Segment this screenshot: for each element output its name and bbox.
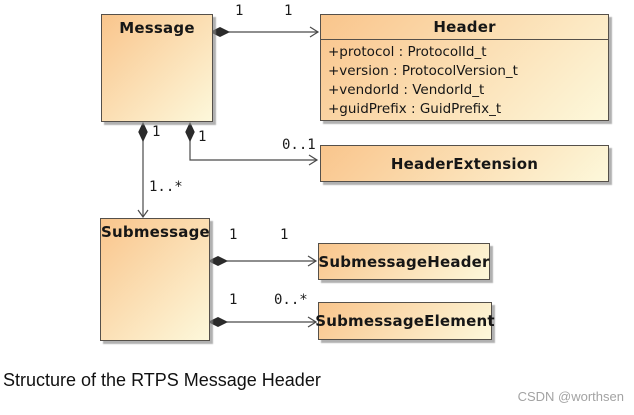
multiplicity-label: 1: [235, 3, 244, 19]
multiplicity-label: 1: [152, 124, 161, 140]
class-box-header: Header +protocol : ProtocolId_t +version…: [320, 14, 609, 121]
class-title-compartment: Header: [321, 15, 608, 40]
class-title: Header: [433, 18, 496, 36]
class-box-message: Message: [101, 14, 213, 122]
class-title: Message: [119, 19, 195, 37]
composition-diamond-icon: [185, 121, 195, 143]
multiplicity-label: 1: [280, 227, 289, 243]
open-arrowhead-icon: [309, 26, 320, 38]
multiplicity-label: 1: [229, 227, 238, 243]
open-arrowhead-icon: [307, 255, 318, 267]
multiplicity-label: 0..*: [274, 292, 308, 308]
open-arrowhead-icon: [137, 209, 149, 219]
multiplicity-label: 1: [284, 3, 293, 19]
class-attributes-compartment: +protocol : ProtocolId_t +version : Prot…: [321, 40, 608, 119]
class-title: Submessage: [101, 223, 210, 241]
class-attribute: +guidPrefix : GuidPrefix_t: [328, 101, 502, 117]
open-arrowhead-icon: [308, 154, 319, 166]
composition-diamond-icon: [209, 26, 231, 38]
multiplicity-label: 0..1: [282, 137, 316, 153]
class-box-submessageelement: SubmessageElement: [315, 302, 495, 340]
class-attribute: +version : ProtocolVersion_t: [328, 63, 518, 79]
csdn-watermark: CSDN @worthsen: [517, 389, 624, 404]
figure-caption: Structure of the RTPS Message Header: [3, 370, 321, 390]
class-box-submessageheader: SubmessageHeader: [318, 243, 490, 280]
class-attribute: +vendorId : VendorId_t: [328, 82, 485, 98]
composition-diamond-icon: [207, 316, 229, 328]
multiplicity-label: 1: [229, 292, 238, 308]
class-title: SubmessageElement: [315, 312, 495, 330]
multiplicity-label: 1: [198, 129, 207, 145]
class-attribute: +protocol : ProtocolId_t: [328, 44, 487, 60]
class-title: SubmessageHeader: [318, 252, 490, 271]
class-title: HeaderExtension: [390, 154, 539, 173]
composition-diamond-icon: [138, 121, 148, 143]
class-box-headerextension: HeaderExtension: [320, 145, 609, 182]
composition-diamond-icon: [207, 255, 229, 267]
multiplicity-label: 1..*: [149, 179, 183, 195]
class-box-submessage: Submessage: [100, 218, 210, 341]
